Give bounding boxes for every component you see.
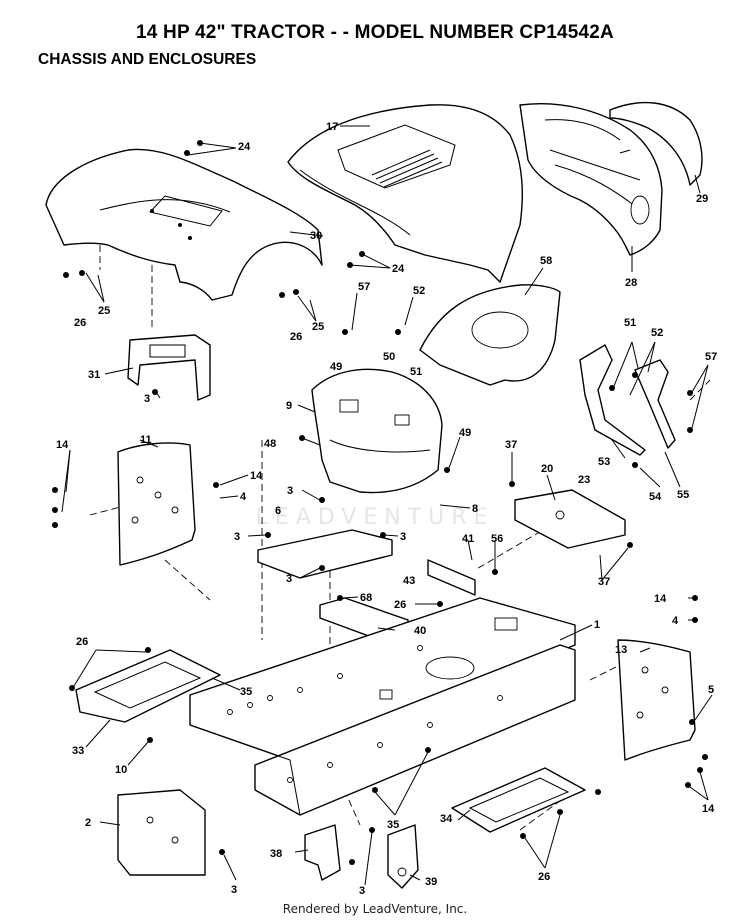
pedal-bracket-part-53[interactable]	[579, 344, 646, 456]
callout-41: 41	[462, 533, 474, 545]
callout-14: 14	[56, 439, 69, 451]
nose-trim-part-29[interactable]	[609, 101, 703, 186]
callout-49: 49	[459, 427, 471, 439]
callout-5: 5	[708, 684, 714, 696]
floor-plate-part-6[interactable]	[257, 529, 393, 579]
right-side-panel-part-13[interactable]	[617, 639, 696, 761]
plate-part-41[interactable]	[427, 559, 476, 596]
callout-35: 35	[387, 819, 399, 831]
callout-51: 51	[410, 366, 422, 378]
callout-3: 3	[400, 531, 406, 543]
callout-33: 33	[72, 745, 84, 757]
callout-20: 20	[541, 463, 553, 475]
right-footrest-part-34[interactable]	[451, 767, 586, 833]
left-side-panel-part-11[interactable]	[117, 442, 196, 566]
hood-latch-part-20[interactable]	[514, 489, 626, 549]
callout-26: 26	[76, 636, 88, 648]
callout-24: 24	[392, 263, 405, 275]
belt-shield-part-58[interactable]	[419, 284, 561, 386]
callout-35: 35	[240, 686, 252, 698]
callout-3: 3	[144, 393, 150, 405]
callout-26: 26	[394, 599, 406, 611]
bracket-part-39[interactable]	[387, 824, 419, 889]
callout-57: 57	[705, 351, 717, 363]
callout-6: 6	[275, 505, 281, 517]
callout-52: 52	[651, 327, 663, 339]
callout-53: 53	[598, 456, 610, 468]
callout-29: 29	[696, 193, 708, 205]
callout-26: 26	[290, 331, 302, 343]
page-title: 14 HP 42" TRACTOR - - MODEL NUMBER CP145…	[136, 22, 614, 43]
callout-26: 26	[74, 317, 86, 329]
hood-part-17[interactable]	[287, 104, 524, 283]
callout-50: 50	[383, 351, 395, 363]
callout-28: 28	[625, 277, 637, 289]
callout-17: 17	[326, 121, 338, 133]
callout-31: 31	[88, 369, 100, 381]
callout-23: 23	[578, 474, 590, 486]
callout-30: 30	[310, 230, 322, 242]
callout-49: 49	[330, 361, 342, 373]
main-frame-part-1[interactable]	[189, 597, 576, 816]
callout-14: 14	[250, 470, 263, 482]
leader-lines	[61, 125, 713, 886]
callout-25: 25	[312, 321, 324, 333]
dash-panel-part-9[interactable]	[311, 368, 443, 494]
callout-13: 13	[615, 644, 627, 656]
section-subtitle: CHASSIS AND ENCLOSURES	[38, 51, 257, 68]
callout-43: 43	[403, 575, 415, 587]
callout-4: 4	[240, 491, 247, 503]
front-plate-part-2[interactable]	[117, 789, 206, 876]
callout-3: 3	[286, 573, 292, 585]
callout-1: 1	[594, 619, 600, 631]
callout-10: 10	[115, 764, 127, 776]
callout-9: 9	[286, 400, 292, 412]
callout-14: 14	[654, 593, 667, 605]
callout-numbers: 24 17 30 24 25 26 26 25 31 3 29 28 58 57…	[56, 121, 717, 897]
callout-55: 55	[677, 489, 689, 501]
callout-37: 37	[505, 439, 517, 451]
callout-68: 68	[360, 592, 372, 604]
pedal-bracket-part-55[interactable]	[634, 359, 676, 449]
callout-57: 57	[358, 281, 370, 293]
grille-part-28[interactable]	[519, 103, 663, 256]
callout-34: 34	[440, 813, 453, 825]
bracket-part-38[interactable]	[304, 824, 341, 881]
callout-52: 52	[413, 285, 425, 297]
callout-3: 3	[234, 531, 240, 543]
callout-3: 3	[359, 885, 365, 897]
watermark: LEADVENTURE	[255, 505, 495, 530]
left-footrest-part-33[interactable]	[75, 649, 221, 723]
callout-39: 39	[425, 876, 437, 888]
callout-14: 14	[702, 803, 715, 815]
callout-11: 11	[140, 434, 152, 446]
callout-40: 40	[414, 625, 426, 637]
callout-3: 3	[231, 884, 237, 896]
callout-25: 25	[98, 305, 110, 317]
callout-8: 8	[472, 503, 478, 515]
callout-56: 56	[491, 533, 503, 545]
callout-38: 38	[270, 848, 282, 860]
callout-48: 48	[264, 438, 276, 450]
callout-26: 26	[538, 871, 550, 883]
rear-fender-part-30[interactable]	[45, 148, 323, 301]
callout-2: 2	[85, 817, 91, 829]
callout-3: 3	[287, 485, 293, 497]
callout-54: 54	[649, 491, 662, 503]
callout-24: 24	[238, 141, 251, 153]
callout-51: 51	[624, 317, 636, 329]
callout-37: 37	[598, 576, 610, 588]
footer-credit: Rendered by LeadVenture, Inc.	[282, 902, 468, 916]
callout-4: 4	[672, 615, 679, 627]
callout-58: 58	[540, 255, 552, 267]
bracket-part-31[interactable]	[127, 334, 211, 401]
